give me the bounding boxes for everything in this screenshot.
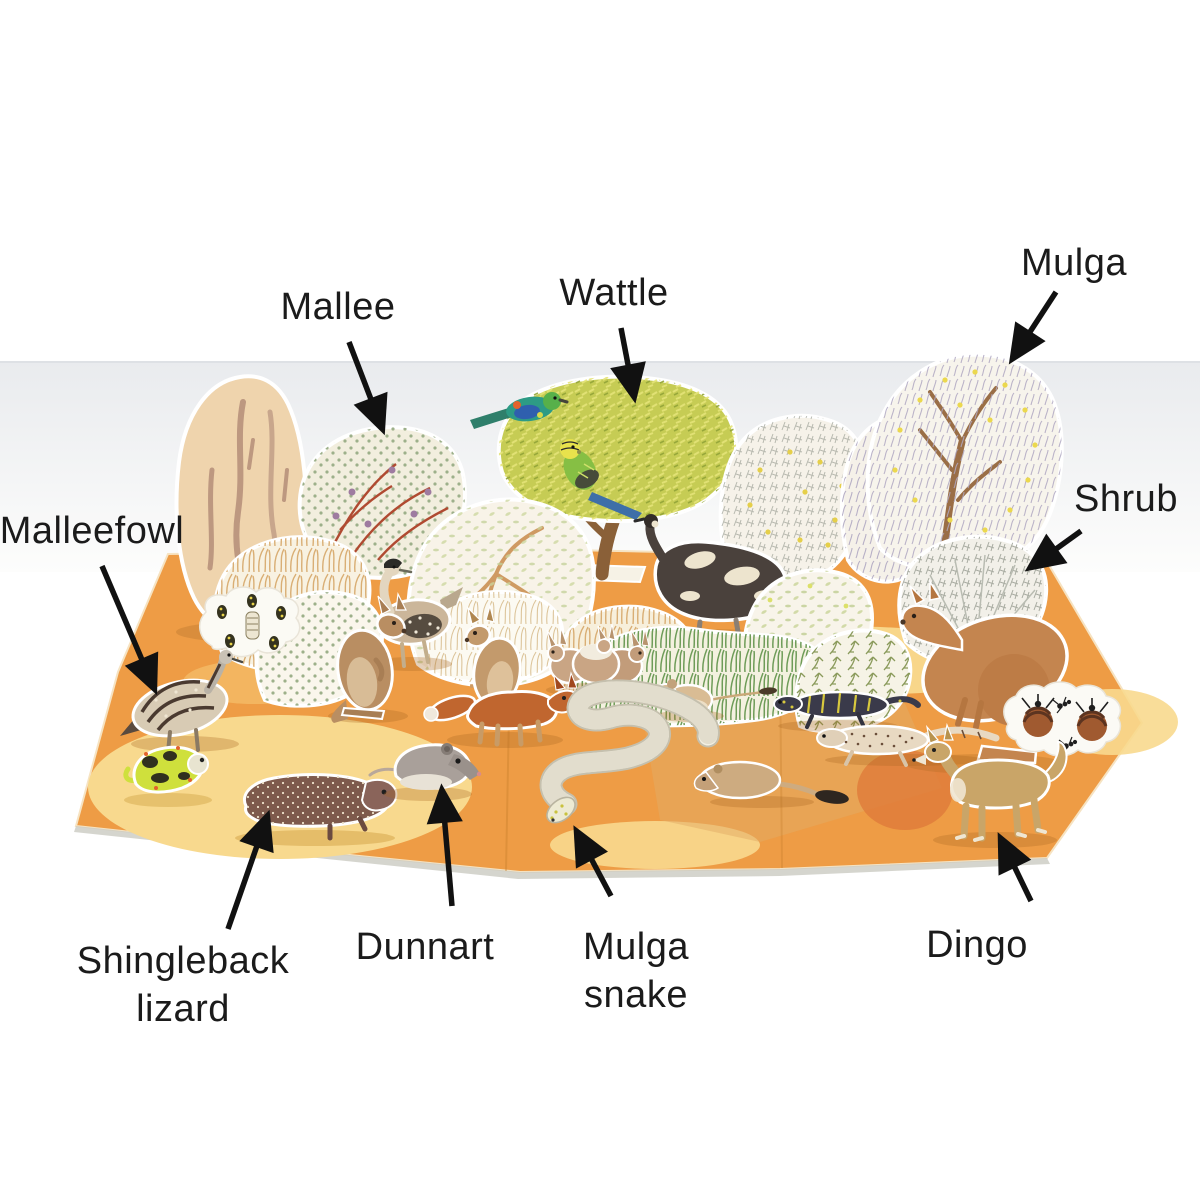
label-wattle: Wattle [559, 272, 669, 314]
mallee-bush-cutout [297, 425, 467, 580]
label-mulga-snake: Mulga snake [583, 926, 689, 1016]
mulga-parrot-cutout [470, 392, 569, 429]
beetle-icon [217, 594, 286, 650]
ant-icon [1052, 696, 1078, 754]
label-malleefowl: Malleefowl [0, 510, 185, 552]
mulga-snake-cutout [539, 679, 720, 824]
mat-rust-patch [857, 750, 953, 830]
larva-icon [245, 611, 260, 640]
label-mulga: Mulga [1021, 242, 1127, 284]
shingleback-lizard-cutout [235, 773, 398, 846]
label-dingo: Dingo [926, 924, 1028, 966]
honeypot-ant-icon [1021, 694, 1055, 737]
label-dunnart: Dunnart [355, 926, 495, 968]
ant-nest-cutout-right [1003, 681, 1122, 757]
label-shingleback-lizard: Shingleback lizard [76, 940, 290, 1030]
budgerigar-cutout [560, 439, 642, 520]
mulgara-cutout [693, 760, 849, 808]
ant-nest-cutout-left [199, 586, 301, 658]
knob-tailed-gecko-cutout [123, 745, 212, 807]
wallaby-cutout [328, 591, 408, 723]
label-mallee: Mallee [280, 286, 396, 328]
honeypot-ant-icon [1075, 698, 1109, 741]
fox-cutout [423, 671, 590, 748]
label-shrub: Shrub [1074, 478, 1178, 520]
